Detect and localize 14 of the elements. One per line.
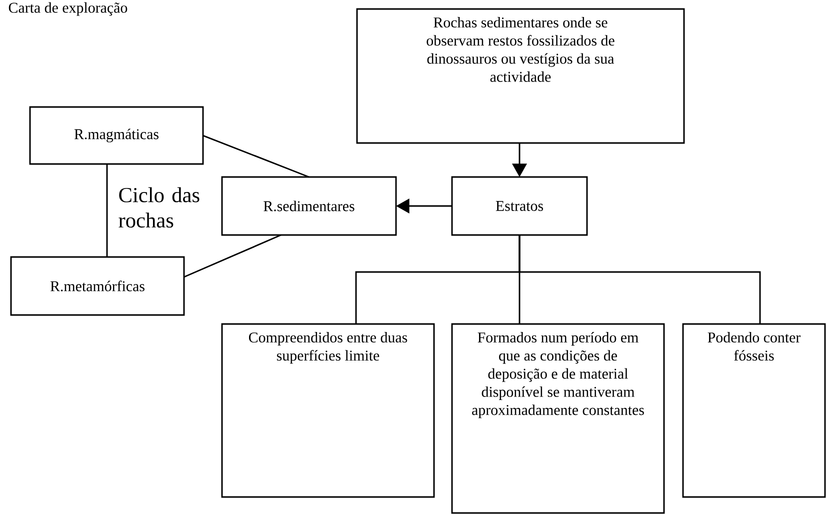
text-box: Compreendidos entre duas superfícies limite — [221, 323, 435, 498]
text-box: Formados num período em que as condições de deposição e de material disponível se mantiveram aproximadamente constantes — [451, 323, 665, 514]
text-box: R.magmáticas — [29, 106, 204, 165]
cycle-label: Ciclo das rochas — [118, 187, 200, 228]
connector-line — [202, 134, 310, 178]
text-box: Estratos — [451, 176, 588, 236]
connector-line — [184, 234, 282, 278]
text-box: Rochas sedimentares onde se observam restos fossilizados de dinossauros ou vestígios da sua actividade — [356, 8, 685, 144]
text-box: Podendo conter fósseis — [682, 323, 826, 498]
text-box: R.sedimentares — [221, 176, 397, 236]
connector-line — [106, 164, 108, 257]
text-box: R.metamórficas — [10, 256, 185, 316]
title-text: Carta de exploração — [8, 2, 128, 16]
connector-line — [518, 235, 761, 324]
